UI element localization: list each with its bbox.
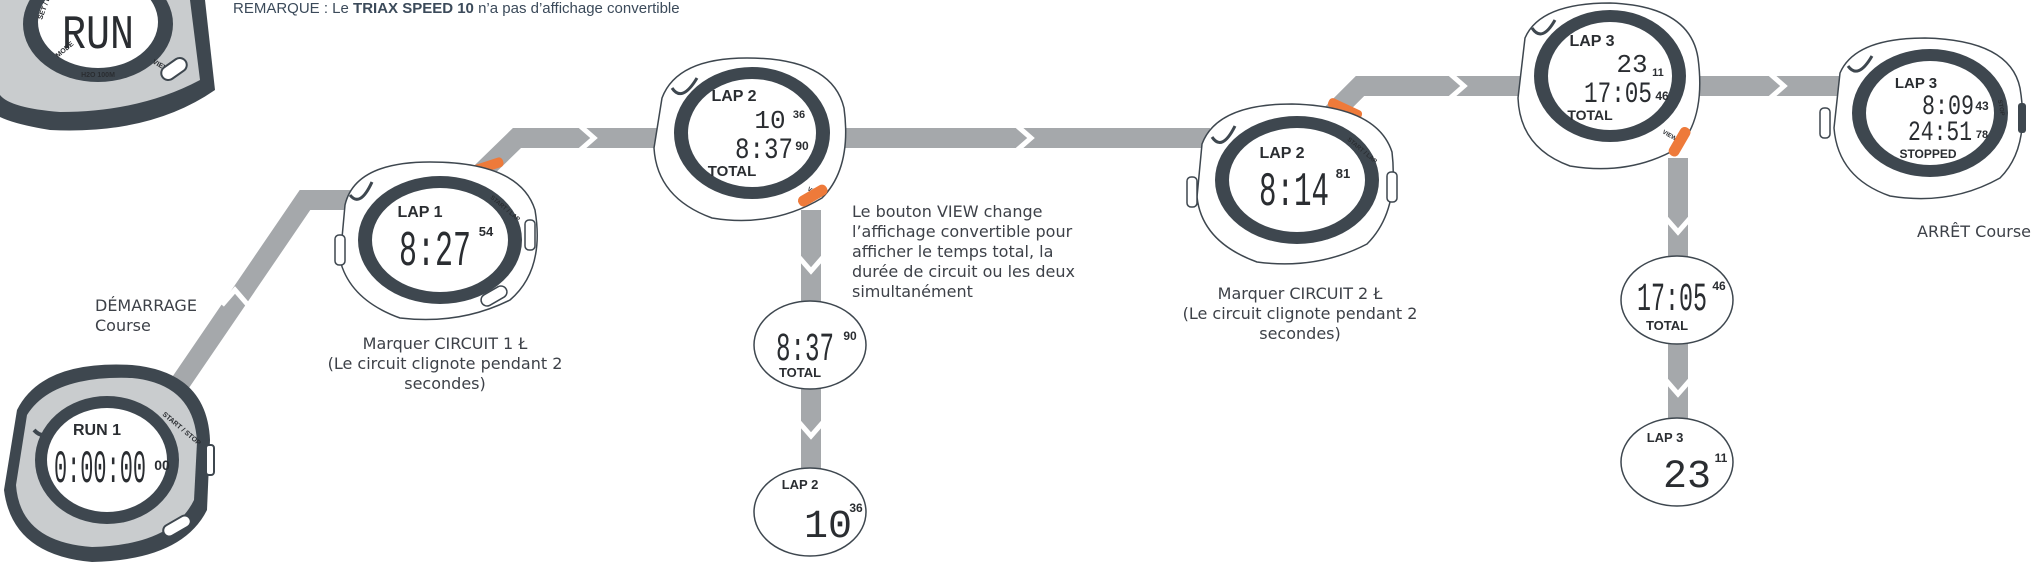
watch-total-only-2: 17:05 46 TOTAL <box>1620 255 1734 345</box>
svg-text:LAP 2: LAP 2 <box>1259 145 1304 162</box>
svg-text:TOTAL: TOTAL <box>779 365 821 380</box>
svg-text:8:09: 8:09 <box>1922 92 1974 123</box>
svg-text:11: 11 <box>1715 451 1728 465</box>
watch-run: RUN SET / LIGHT MODE H2O 100M VIEW <box>0 0 215 131</box>
start-hundredths: 00 <box>154 457 170 473</box>
svg-text:23: 23 <box>1616 50 1647 80</box>
watch-lap-only-1: LAP 2 10 36 <box>753 467 867 557</box>
chevron-right-icon <box>1766 70 1788 102</box>
start-lap-label: RUN 1 <box>73 422 121 439</box>
chevron-down-icon <box>795 253 827 275</box>
svg-text:46: 46 <box>1655 89 1669 103</box>
watch-lap-only-2: LAP 3 23 11 <box>1620 417 1734 507</box>
caption-stop: ARRÊT Course <box>1917 222 2032 241</box>
watch-stopped: LAP 3 8:09 43 24:51 78 STOPPED STOP <box>1819 37 2026 200</box>
chevron-right-icon <box>576 122 598 154</box>
svg-text:8:37: 8:37 <box>776 328 834 373</box>
svg-text:36: 36 <box>849 501 863 515</box>
view-button[interactable] <box>1667 125 1693 158</box>
run-label: RUN <box>62 9 134 63</box>
svg-text:TOTAL: TOTAL <box>1646 318 1688 333</box>
svg-text:8:37: 8:37 <box>735 134 793 168</box>
watch-start: RUN 1 0:00:00 00 START / STOP <box>4 364 215 562</box>
chevron-up-icon <box>220 286 250 307</box>
caption-start: DÉMARRAGE Course <box>95 296 197 335</box>
svg-text:STOP: STOP <box>1996 99 2005 116</box>
watch-lap2: LAP 2 8:14 81 START / LAP <box>1186 98 1398 265</box>
svg-text:23: 23 <box>1663 455 1711 500</box>
svg-text:17:05: 17:05 <box>1584 78 1652 112</box>
svg-text:90: 90 <box>795 139 809 153</box>
caption-lap1: Marquer CIRCUIT 1 Ł (Le circuit clignote… <box>327 334 563 393</box>
svg-text:TOTAL: TOTAL <box>1567 107 1613 123</box>
chevron-down-icon <box>1662 214 1694 236</box>
caption-view-button: Le bouton VIEW change l’affichage conver… <box>852 202 1075 301</box>
svg-text:8:27: 8:27 <box>399 224 471 281</box>
svg-text:LAP 1: LAP 1 <box>397 204 442 221</box>
svg-text:24:51: 24:51 <box>1908 118 1972 149</box>
svg-text:36: 36 <box>793 109 805 121</box>
svg-text:17:05: 17:05 <box>1637 278 1707 323</box>
chevron-right-icon <box>1013 122 1035 154</box>
svg-text:LAP 3: LAP 3 <box>1569 33 1614 50</box>
watch-lap1: LAP 1 8:27 54 START / LAP <box>334 157 538 321</box>
svg-text:90: 90 <box>843 329 857 343</box>
svg-text:10: 10 <box>804 505 852 550</box>
svg-text:8:14: 8:14 <box>1259 166 1329 220</box>
svg-text:11: 11 <box>1652 67 1664 79</box>
svg-text:LAP 3: LAP 3 <box>1895 75 1937 92</box>
flow-chevrons <box>220 70 1788 440</box>
product-name: TRIAX SPEED 10 <box>353 0 474 17</box>
svg-text:LAP 2: LAP 2 <box>782 477 819 492</box>
svg-text:81: 81 <box>1336 166 1350 181</box>
caption-lap2: Marquer CIRCUIT 2 Ł (Le circuit clignote… <box>1182 284 1418 343</box>
watch-total-only-1: 8:37 90 TOTAL <box>753 300 867 390</box>
watch-lap3-both: LAP 3 23 11 17:05 46 TOTAL VIEW <box>1517 2 1701 170</box>
svg-text:LAP 2: LAP 2 <box>711 88 756 105</box>
svg-text:78: 78 <box>1976 129 1988 141</box>
view-button[interactable] <box>796 183 829 209</box>
svg-text:54: 54 <box>479 224 494 239</box>
note-text: REMARQUE : Le TRIAX SPEED 10 n’a pas d’a… <box>233 0 680 17</box>
svg-text:10: 10 <box>754 106 785 136</box>
watch-lap2-both: LAP 2 10 36 8:37 90 TOTAL VIEW <box>653 57 847 222</box>
chevron-right-icon <box>1446 70 1468 102</box>
svg-text:LAP 3: LAP 3 <box>1647 430 1684 445</box>
svg-text:TOTAL: TOTAL <box>708 163 757 180</box>
svg-text:H2O 100M: H2O 100M <box>81 72 115 79</box>
svg-text:STOPPED: STOPPED <box>1899 147 1956 161</box>
svg-text:46: 46 <box>1712 279 1726 293</box>
chevron-down-icon <box>1662 376 1694 398</box>
start-time: 0:00:00 <box>54 444 146 496</box>
svg-text:43: 43 <box>1975 99 1989 113</box>
chevron-down-icon <box>795 418 827 440</box>
